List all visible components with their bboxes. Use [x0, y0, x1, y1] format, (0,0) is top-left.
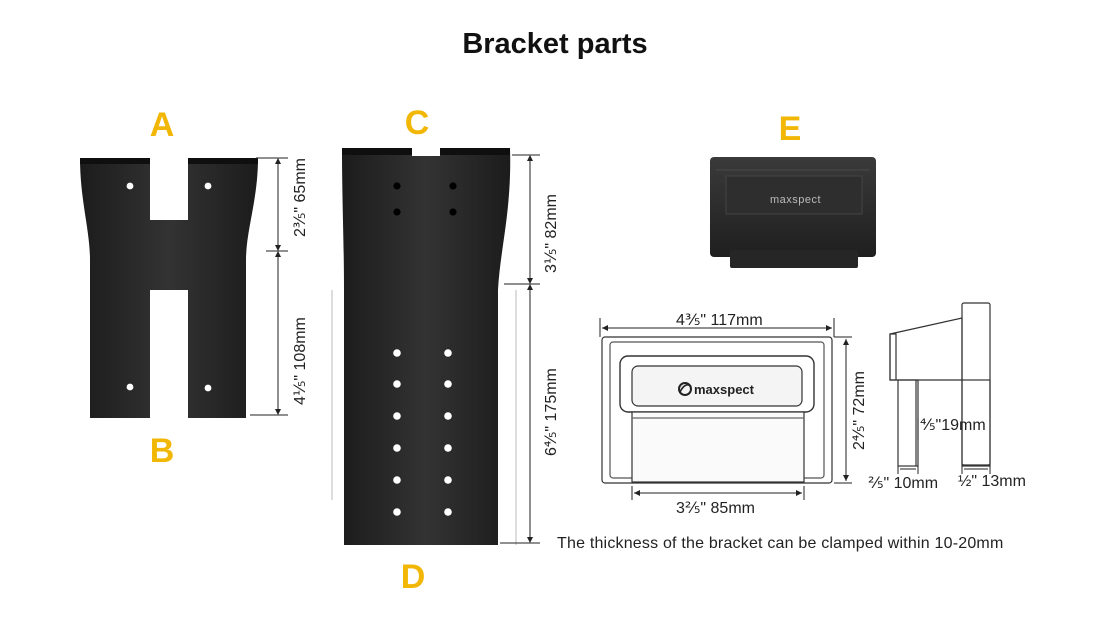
bracket-e-side-view — [889, 302, 991, 467]
dimension-e-side-right: ½" 13mm — [958, 473, 1026, 490]
bracket-e-front-view — [601, 336, 833, 484]
clamp-thickness-note: The thickness of the bracket can be clam… — [557, 535, 1004, 552]
bracket-part-cd — [342, 148, 511, 545]
part-label-d: D — [400, 558, 426, 596]
dimension-cd-top: 3⅕" 82mm — [543, 194, 560, 273]
dimension-ab-top: 2⅗" 65mm — [292, 158, 309, 237]
bracket-part-e — [710, 157, 876, 268]
dimension-cd-lines — [500, 154, 540, 544]
part-label-c: C — [404, 104, 430, 142]
part-label-a: A — [149, 106, 175, 144]
dimension-e-width: 4⅗" 117mm — [676, 312, 763, 329]
brand-logo-front: maxspect — [694, 382, 754, 397]
brand-logo-e: maxspect — [770, 194, 822, 206]
dimension-e-side-lines — [897, 418, 991, 474]
part-label-b: B — [149, 432, 175, 470]
part-label-e: E — [778, 110, 802, 148]
page-title: Bracket parts — [462, 28, 648, 60]
dimension-e-side-left: ⅖" 10mm — [868, 475, 939, 492]
dimension-e-side-inner: ⅘"19mm — [920, 417, 986, 434]
dimension-e-lines — [599, 318, 852, 500]
dimension-cd-bottom: 6⅘" 175mm — [543, 368, 560, 456]
bracket-part-ab — [80, 158, 258, 418]
dimension-e-inner-width: 3⅖" 85mm — [676, 500, 755, 517]
maxspect-logo-icon — [678, 382, 692, 396]
dimension-e-height: 2⅘" 72mm — [851, 371, 868, 450]
dimension-ab-lines — [250, 157, 288, 416]
dimension-ab-bottom: 4⅕" 108mm — [292, 317, 309, 405]
